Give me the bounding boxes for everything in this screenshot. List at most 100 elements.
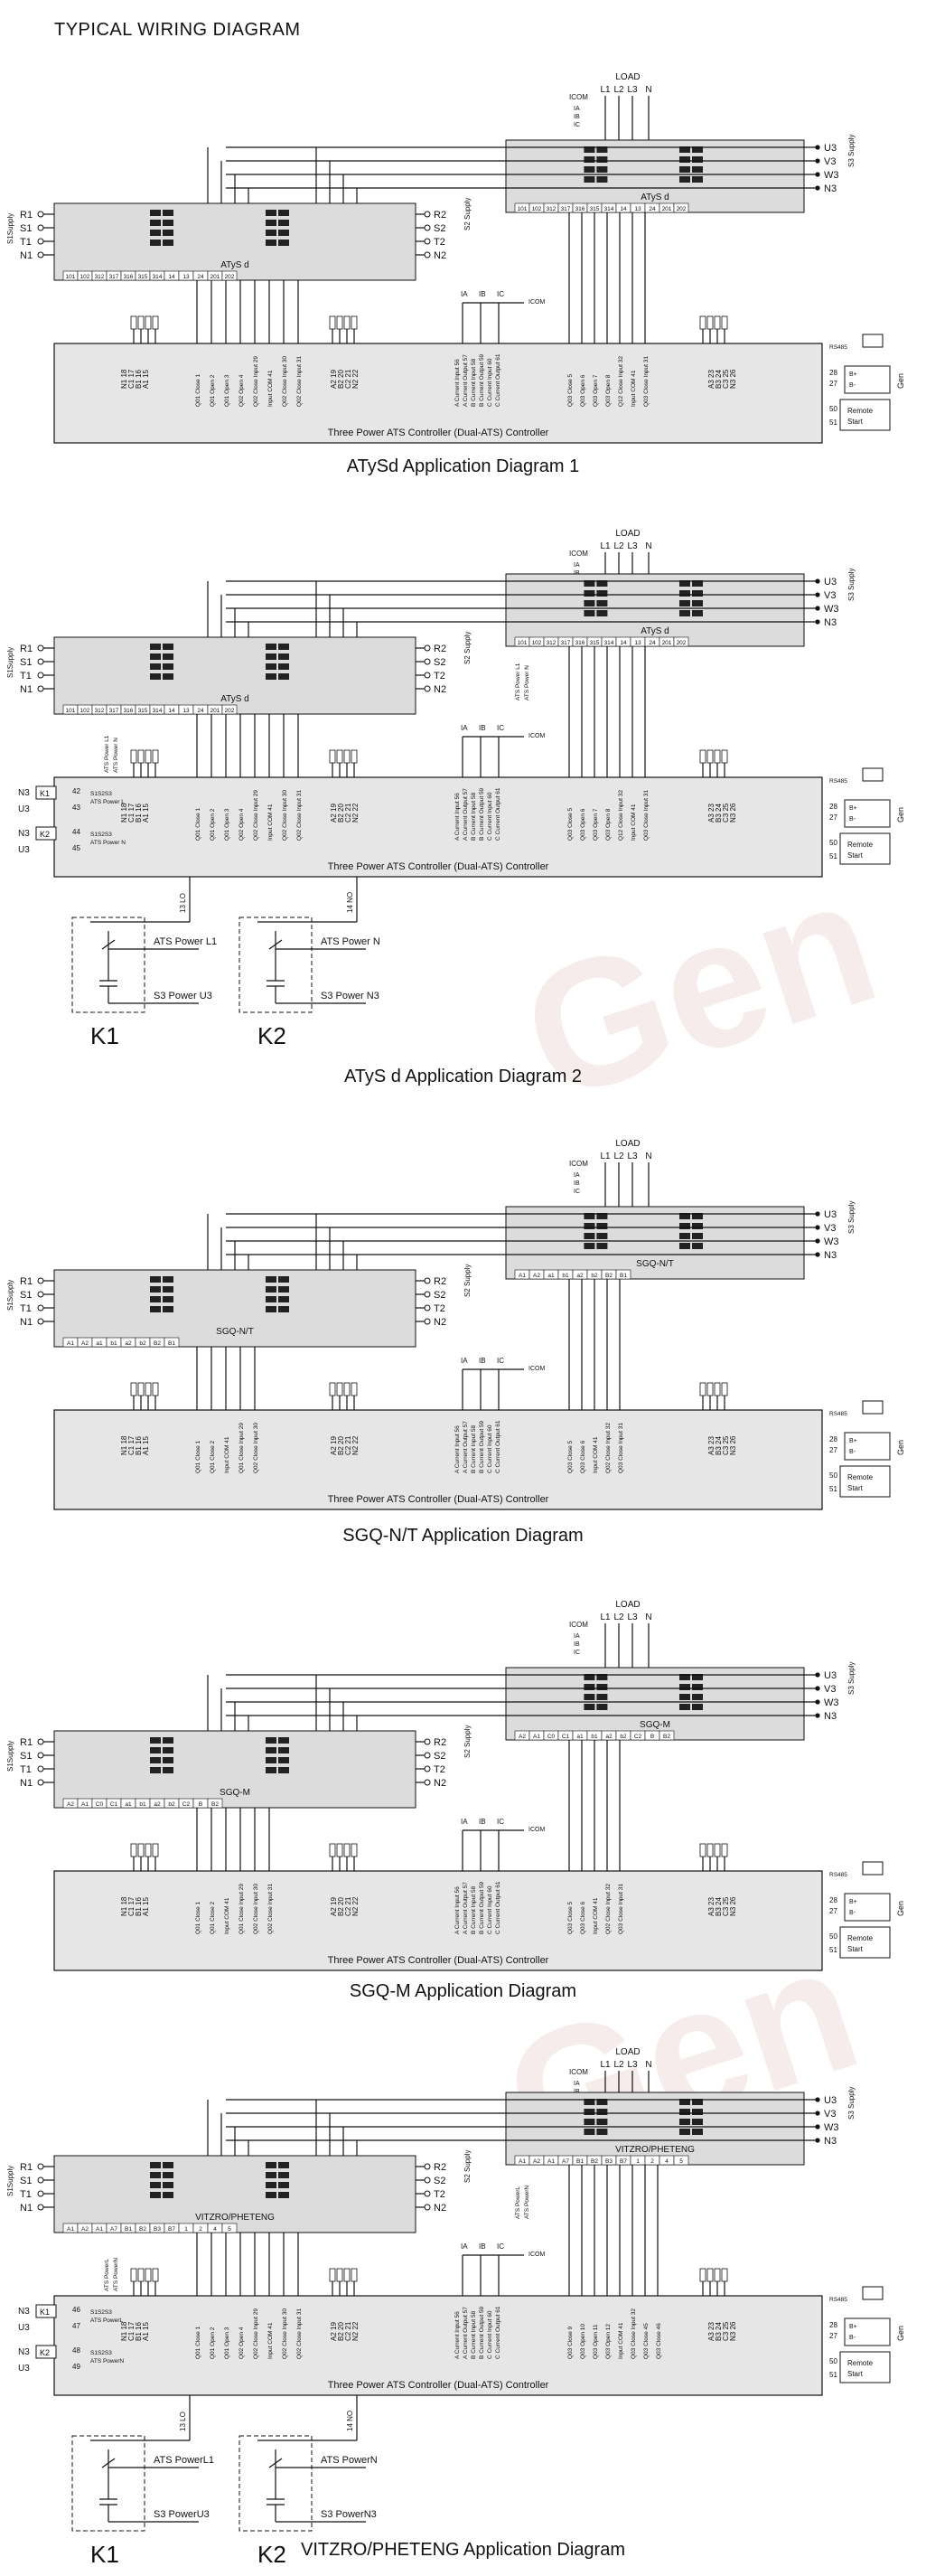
k-note: ATS Power L (90, 799, 125, 805)
contact (163, 210, 173, 216)
ct-terminal: C Current Output 61 (495, 1881, 501, 1934)
switch-label: ATyS d (641, 193, 669, 202)
io-terminal: Q01 Open 3 (224, 808, 230, 841)
battery-label: B- (849, 2335, 856, 2341)
load-phase-label: L2 (613, 541, 624, 551)
terminal-number: 14 (168, 274, 175, 280)
k1-dashed-box (71, 917, 145, 1013)
remote-start-label: Remote (847, 2359, 874, 2367)
controller-terminal: B2 20 (337, 1436, 345, 1455)
lo-label: 13 LO (179, 2411, 187, 2431)
contact (163, 2192, 173, 2198)
s2-phase-label: S2 (434, 1290, 445, 1301)
ct-terminal: B Current Output 59 (479, 353, 485, 407)
s1-phase-label: R1 (20, 644, 33, 654)
contact (584, 2109, 595, 2115)
s1-phase-label: S1 (20, 1751, 32, 1762)
controller-terminal: B1 16 (135, 804, 143, 823)
controller-terminal: B3 24 (715, 1897, 723, 1916)
gen-terminal: 27 (829, 813, 837, 822)
terminal-number: 102 (532, 640, 542, 646)
io-terminal: Q02 Close Input 30 (282, 2308, 288, 2359)
contact (596, 2099, 608, 2105)
ct-terminal: C Current Input 60 (487, 1424, 493, 1473)
fuse (721, 749, 728, 764)
terminal-number: b1 (562, 1273, 569, 1279)
contact (150, 653, 161, 660)
contact (692, 156, 703, 163)
terminal-number: 315 (590, 640, 600, 646)
s3-phase-label: U3 (824, 1670, 837, 1681)
contact (163, 2162, 173, 2168)
contact (266, 1296, 276, 1302)
terminal-number: a2 (605, 1734, 613, 1740)
s2-phase-label: N2 (434, 1778, 446, 1789)
fuse (137, 749, 145, 764)
s3-phase-label: N3 (824, 1250, 837, 1261)
contact (278, 2182, 289, 2188)
ct-terminal: A Current Input 56 (454, 1425, 461, 1473)
contact (596, 146, 608, 153)
fuse (130, 1382, 137, 1396)
load-phase-label: L3 (627, 1152, 638, 1161)
remote-start-label: Remote (847, 407, 874, 415)
fuse (336, 749, 343, 764)
terminal-number: 202 (677, 640, 687, 646)
terminal-number: 202 (225, 708, 235, 714)
terminal-number: B (650, 1734, 654, 1740)
terminal-number: A2 (519, 1734, 526, 1740)
controller-terminal: B2 20 (337, 370, 345, 389)
load-phase-label: L2 (613, 2060, 624, 2070)
terminal-cell (615, 1269, 631, 1280)
remote-start-label: Start (847, 2370, 864, 2378)
k-note: S1S2S3 (90, 2309, 112, 2316)
s3-phase-label: W3 (824, 2122, 839, 2133)
k-terminal: 45 (72, 844, 80, 852)
s3-phase-label: N3 (824, 617, 837, 628)
ct-label: IC (497, 2242, 504, 2251)
load-phase-label: N (645, 541, 651, 551)
terminal (424, 2190, 431, 2197)
terminal-number: 316 (575, 206, 585, 212)
contact (679, 156, 690, 163)
load-label: LOAD (615, 1139, 640, 1149)
switch-label: VITZRO/PHETENG (615, 2145, 695, 2155)
terminal-number: A7 (562, 2158, 569, 2165)
io-terminal: Q01 Close 1 (195, 373, 201, 407)
ct-label: IA (574, 106, 580, 112)
contact (692, 1674, 703, 1680)
contact (584, 1233, 595, 1239)
controller-terminal: C2 21 (344, 1435, 352, 1455)
s3-phase-label: N3 (824, 2136, 837, 2147)
io-terminal: Q03 Close Input 31 (643, 790, 650, 841)
controller-terminal: A1 15 (142, 2322, 150, 2341)
contact (584, 600, 595, 606)
k1-line1: ATS PowerL1 (154, 2455, 214, 2466)
gen-terminal: 50 (829, 2357, 837, 2365)
k1-label: K1 (40, 2308, 50, 2317)
contact (584, 2119, 595, 2125)
ct-terminal: A Current Output 57 (463, 2307, 469, 2359)
io-terminal: Q01 Open 2 (210, 374, 216, 407)
contact (278, 2172, 289, 2178)
terminal-number: 101 (518, 640, 528, 646)
terminal (424, 2176, 431, 2184)
s1-phase-label: R1 (20, 1737, 33, 1748)
terminal-number: A1 (519, 2158, 526, 2165)
terminal (37, 672, 44, 679)
terminal (37, 1291, 44, 1298)
terminal (424, 658, 431, 665)
gen-terminal: 51 (829, 852, 837, 860)
terminal-number: 202 (225, 274, 235, 280)
gen-terminal: 28 (829, 369, 837, 377)
terminal-cell (659, 1730, 675, 1741)
terminal-number: B2 (211, 1801, 219, 1808)
io-terminal: Q02 Close Input 32 (605, 1423, 612, 1473)
contact (150, 1276, 161, 1283)
junction-dot (815, 2111, 820, 2116)
load-label: LOAD (615, 2047, 640, 2057)
switch-label: SGQ-N/T (216, 1327, 254, 1337)
s2-phase-label: T2 (434, 671, 445, 682)
gen-terminal: 28 (829, 803, 837, 811)
contact (679, 1213, 690, 1219)
